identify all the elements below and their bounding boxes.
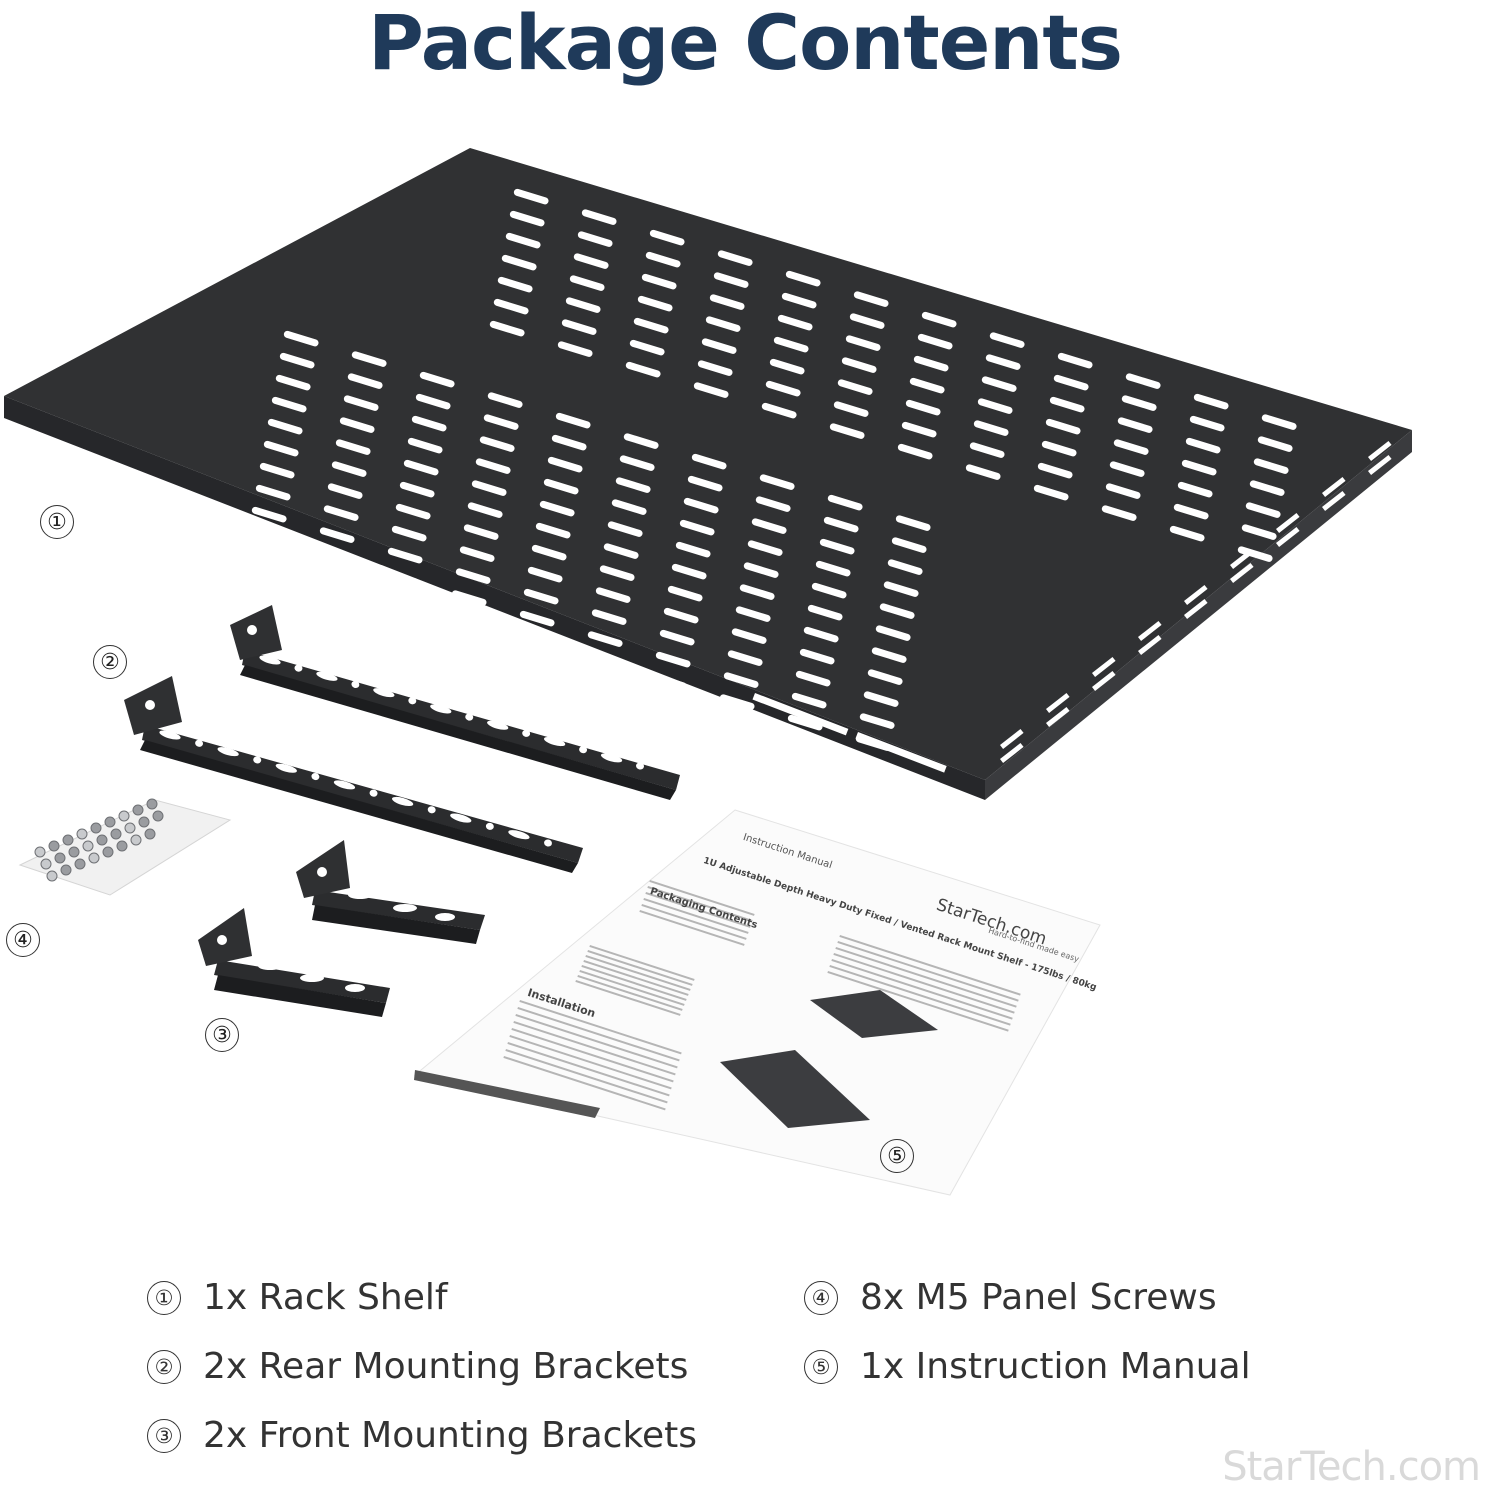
callout-2: ② (93, 645, 127, 679)
shelf-side-lip (985, 430, 1412, 800)
callout-4: ④ (6, 923, 40, 957)
rack-shelf (4, 148, 1412, 800)
front-bracket-1 (296, 840, 485, 944)
legend-label: 1x Rack Shelf (203, 1277, 448, 1318)
shelf-front-lip (4, 396, 985, 800)
rear-bracket-2 (124, 676, 583, 873)
page-title: Package Contents (368, 0, 1123, 87)
rear-bracket-1 (230, 605, 680, 800)
front-bracket-2 (198, 908, 390, 1017)
legend-label: 8x M5 Panel Screws (860, 1277, 1217, 1318)
legend-number: ② (147, 1350, 181, 1384)
brand-watermark: StarTech.com (1222, 1444, 1481, 1490)
instruction-manual (413, 809, 1101, 1196)
legend-number: ⑤ (804, 1350, 838, 1384)
legend-item-front-brackets: ③ 2x Front Mounting Brackets (147, 1414, 697, 1458)
legend-number: ④ (804, 1281, 838, 1315)
legend-item-screws: ④ 8x M5 Panel Screws (804, 1276, 1217, 1320)
shelf-vents (243, 188, 1297, 751)
legend-label: 1x Instruction Manual (860, 1346, 1251, 1387)
callout-5: ⑤ (880, 1139, 914, 1173)
legend-item-rack-shelf: ① 1x Rack Shelf (147, 1276, 448, 1320)
callout-1: ① (40, 505, 74, 539)
legend-number: ① (147, 1281, 181, 1315)
legend-item-manual: ⑤ 1x Instruction Manual (804, 1345, 1251, 1389)
legend-label: 2x Front Mounting Brackets (203, 1415, 698, 1456)
legend-item-rear-brackets: ② 2x Rear Mounting Brackets (147, 1345, 688, 1389)
legend-number: ③ (147, 1419, 181, 1453)
callout-3: ③ (205, 1018, 239, 1052)
legend-label: 2x Rear Mounting Brackets (203, 1346, 689, 1387)
screws-bag (18, 798, 232, 896)
shelf-side-slots (1000, 440, 1392, 763)
